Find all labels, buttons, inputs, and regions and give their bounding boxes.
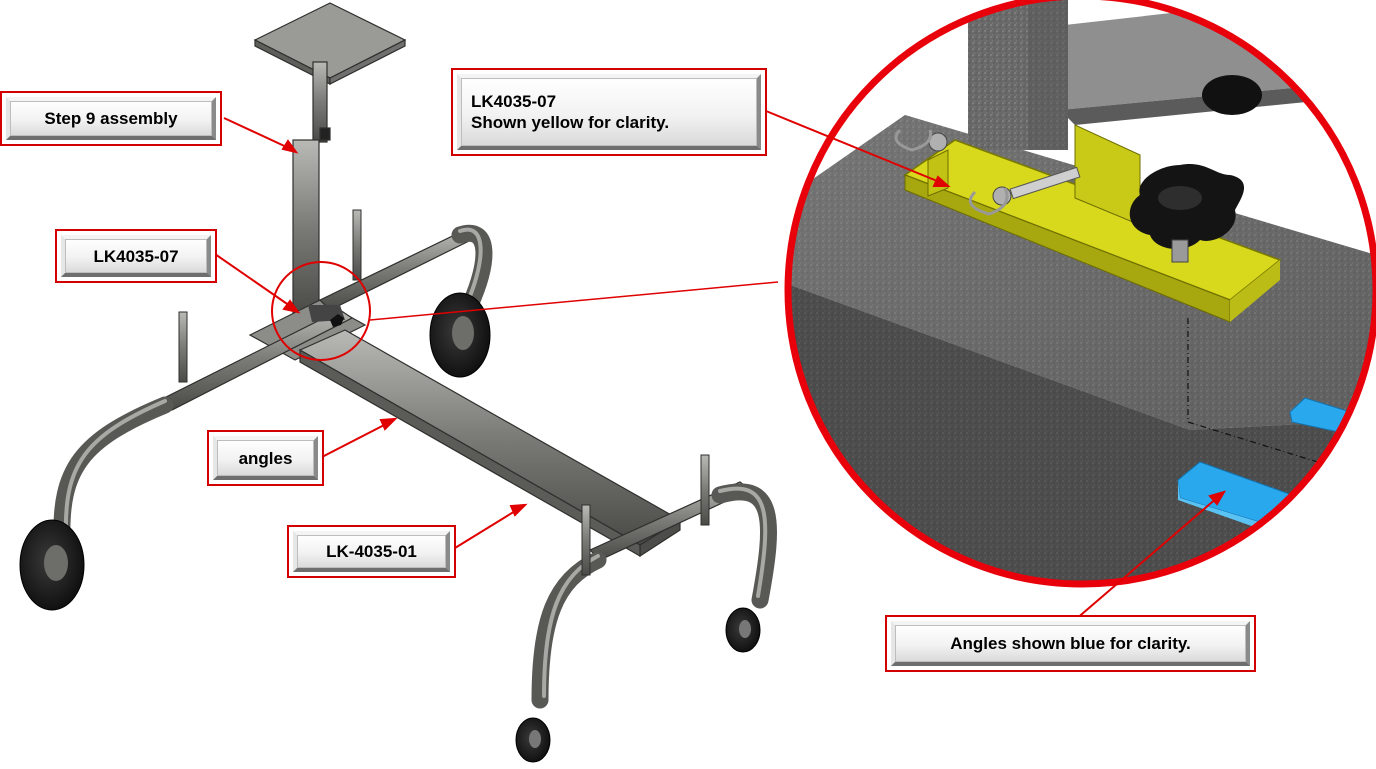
callout-lk4035-07-text: LK4035-07	[93, 246, 179, 266]
callout-lk-4035-01: LK-4035-01	[287, 525, 456, 578]
callout-angles-blue-text: Angles shown blue for clarity.	[950, 634, 1191, 653]
callout-angles-blue: Angles shown blue for clarity.	[885, 615, 1256, 672]
tube-legs	[53, 224, 778, 709]
callout-detail-line2: Shown yellow for clarity.	[471, 113, 670, 132]
callout-step9-assembly: Step 9 assembly	[0, 91, 222, 146]
top-platform	[253, 2, 407, 79]
detail-circle-border	[784, 0, 1376, 588]
callout-angles: angles	[207, 430, 324, 486]
callout-step9-text: Step 9 assembly	[44, 109, 178, 128]
callout-detail-line1: LK4035-07	[471, 92, 557, 111]
upright-pins	[178, 209, 710, 576]
callout-lk-4035-01-text: LK-4035-01	[326, 542, 417, 561]
leader-lines	[214, 110, 1227, 621]
long-beam	[298, 329, 682, 546]
callout-lk4035-07-detail: LK4035-07 Shown yellow for clarity.	[451, 68, 767, 156]
star-knob	[1129, 163, 1245, 263]
detail-zoom	[788, 0, 1376, 584]
caster-wheels	[19, 292, 761, 763]
upper-post	[312, 61, 328, 143]
cart-frame	[158, 2, 752, 561]
lower-post	[292, 139, 320, 316]
highlight-circle	[271, 261, 371, 361]
callout-lk4035-07: LK4035-07	[55, 229, 217, 283]
callout-angles-text: angles	[238, 448, 293, 468]
